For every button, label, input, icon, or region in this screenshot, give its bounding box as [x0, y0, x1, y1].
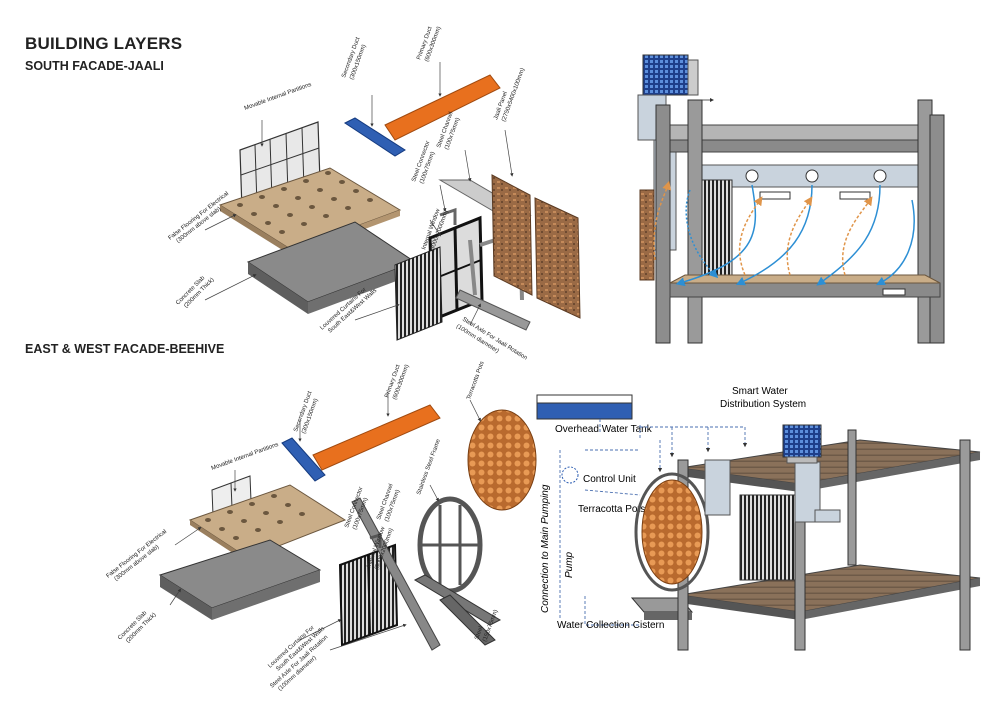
false-floor [188, 484, 347, 559]
floor-hole [303, 179, 309, 183]
steel-connector [439, 207, 457, 225]
floor-hole [277, 520, 283, 524]
duct-diffuser [745, 169, 759, 183]
louvered-curtains [394, 246, 443, 341]
label-control-unit: Control Unit [583, 474, 636, 485]
floor-hole [309, 205, 315, 209]
column-left [655, 104, 671, 344]
jaali-panel [491, 174, 533, 296]
steel-axle [455, 289, 531, 331]
terracotta-beehive-wall [641, 479, 703, 585]
floor-hole [301, 222, 307, 226]
floor-hole [265, 221, 271, 225]
floor-hole [251, 212, 257, 216]
label-movable-partitions: Movable Internal Partitions [211, 442, 280, 472]
label-false-floor: False Flooring For Electrical [106, 529, 169, 580]
label-connection-main-pumping: Connection to Main Pumping [540, 484, 551, 613]
beehive-ac-unit [782, 424, 822, 458]
floor-hole [249, 502, 255, 506]
label-louvered-curtains-2: South East&West Walls [275, 626, 326, 673]
label-pump: Pump [564, 551, 575, 578]
floor-holes [205, 494, 305, 540]
terracotta-pots [467, 409, 537, 511]
south-exploded-diagram: Movable Internal Partitions Secondary Du… [168, 26, 581, 362]
label-terracotta-pots: Terracotta Pots [578, 504, 645, 515]
section-title-east-west: EAST & WEST FACADE-BEEHIVE [25, 342, 225, 356]
beehive-louvered-wall [739, 494, 796, 581]
control-unit-icon [561, 466, 579, 484]
floor-hole [323, 214, 329, 218]
floor-hole [367, 198, 373, 202]
column-right [929, 114, 945, 344]
floor-hole [299, 512, 305, 516]
east-west-exploded-diagram: Movable Internal Partitions Secondary Du… [106, 361, 537, 692]
roof-slab [669, 124, 942, 141]
label-terracotta-pots: Terracotta Pots [466, 361, 485, 401]
floor-hole [241, 519, 247, 523]
airflow-arrows [653, 180, 915, 287]
floor-hole [279, 230, 285, 234]
label-overhead-tank: Overhead Water Tank [555, 424, 653, 435]
label-smart-water: Smart Water [732, 386, 788, 397]
floor-hole [345, 206, 351, 210]
floor-hole [317, 188, 323, 192]
overhead-tank-top [536, 394, 633, 404]
floor-hole [233, 536, 239, 540]
floor-hole [325, 171, 331, 175]
label-steel: Steel [474, 626, 484, 641]
concrete-slab [246, 221, 417, 314]
beehive-duct-left [704, 459, 731, 516]
label-smart-water-2: Distribution System [720, 399, 806, 410]
floor-holes [237, 171, 373, 234]
label-false-floor: False Flooring For Electrical [168, 191, 231, 242]
secondary-duct [281, 437, 326, 482]
jaali-panel-2 [534, 197, 581, 319]
floor-hole [273, 204, 279, 208]
duct-diffuser [873, 169, 887, 183]
beehive-system-drawing: Overhead Water Tank Smart Water Distribu… [536, 386, 981, 651]
section-title-south: SOUTH FACADE-JAALI [25, 59, 164, 73]
steel-connector [369, 532, 382, 548]
floor-hole [271, 494, 277, 498]
floor-hole [285, 503, 291, 507]
floor-hole [263, 511, 269, 515]
overhead-water-tank [536, 402, 633, 420]
duct-grille [759, 191, 791, 200]
south-section-drawing [637, 54, 945, 344]
floor-hole [331, 197, 337, 201]
floor-hole [259, 195, 265, 199]
duct-diffuser [805, 169, 819, 183]
floor-hole [219, 527, 225, 531]
floor-hole [255, 528, 261, 532]
page-title: BUILDING LAYERS [25, 34, 183, 53]
floor-hole [295, 196, 301, 200]
duct-diffusers [745, 169, 887, 200]
south-jaali-screen [701, 179, 733, 276]
floor-hole [339, 180, 345, 184]
floor-hole [205, 518, 211, 522]
distribution-lines [559, 419, 748, 626]
primary-duct [384, 74, 501, 141]
secondary-duct [344, 117, 406, 157]
ac-unit [642, 54, 689, 96]
label-movable-partitions: Movable Internal Partitions [244, 82, 313, 112]
floor-hole [281, 187, 287, 191]
label-stainless-frame: Stainless Steel Frame [416, 438, 442, 496]
floor-hole [287, 213, 293, 217]
label-water-cistern: Water Collection Cistern [557, 620, 664, 631]
duct-grille [839, 191, 871, 200]
primary-duct [312, 404, 441, 471]
floor-hole [227, 510, 233, 514]
floor-hole [237, 203, 243, 207]
floor-hole [353, 189, 359, 193]
